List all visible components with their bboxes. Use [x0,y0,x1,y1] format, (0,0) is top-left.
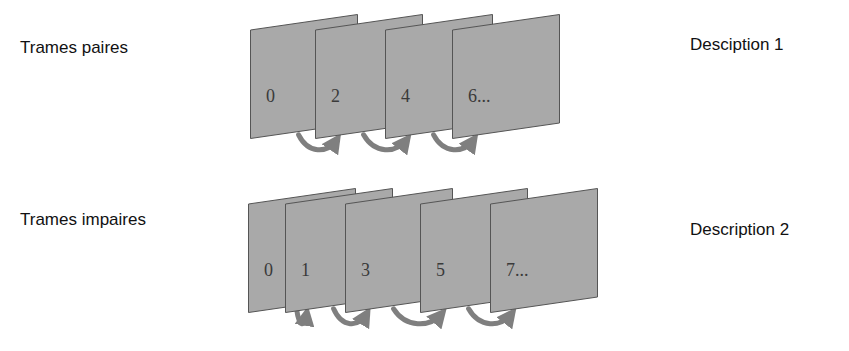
frame-shape [490,188,598,313]
video-frame: 7... [490,188,598,313]
frame-number: 6... [468,87,491,107]
row-label: Trames paires [20,38,128,58]
row-label: Trames impaires [20,210,146,230]
frame-number: 7... [506,261,529,281]
frame-number: 4 [401,87,410,107]
frame-number: 5 [436,261,445,281]
row-label: Description 2 [690,220,789,240]
video-frame: 6... [452,14,560,139]
frame-shape [452,14,560,139]
prediction-arrow [394,309,442,324]
frame-number: 0 [264,261,273,281]
row-label: Desciption 1 [690,35,784,55]
frame-number: 1 [301,261,310,281]
frame-number: 3 [361,261,370,281]
frame-number: 0 [266,87,275,107]
frame-number: 2 [331,87,340,107]
